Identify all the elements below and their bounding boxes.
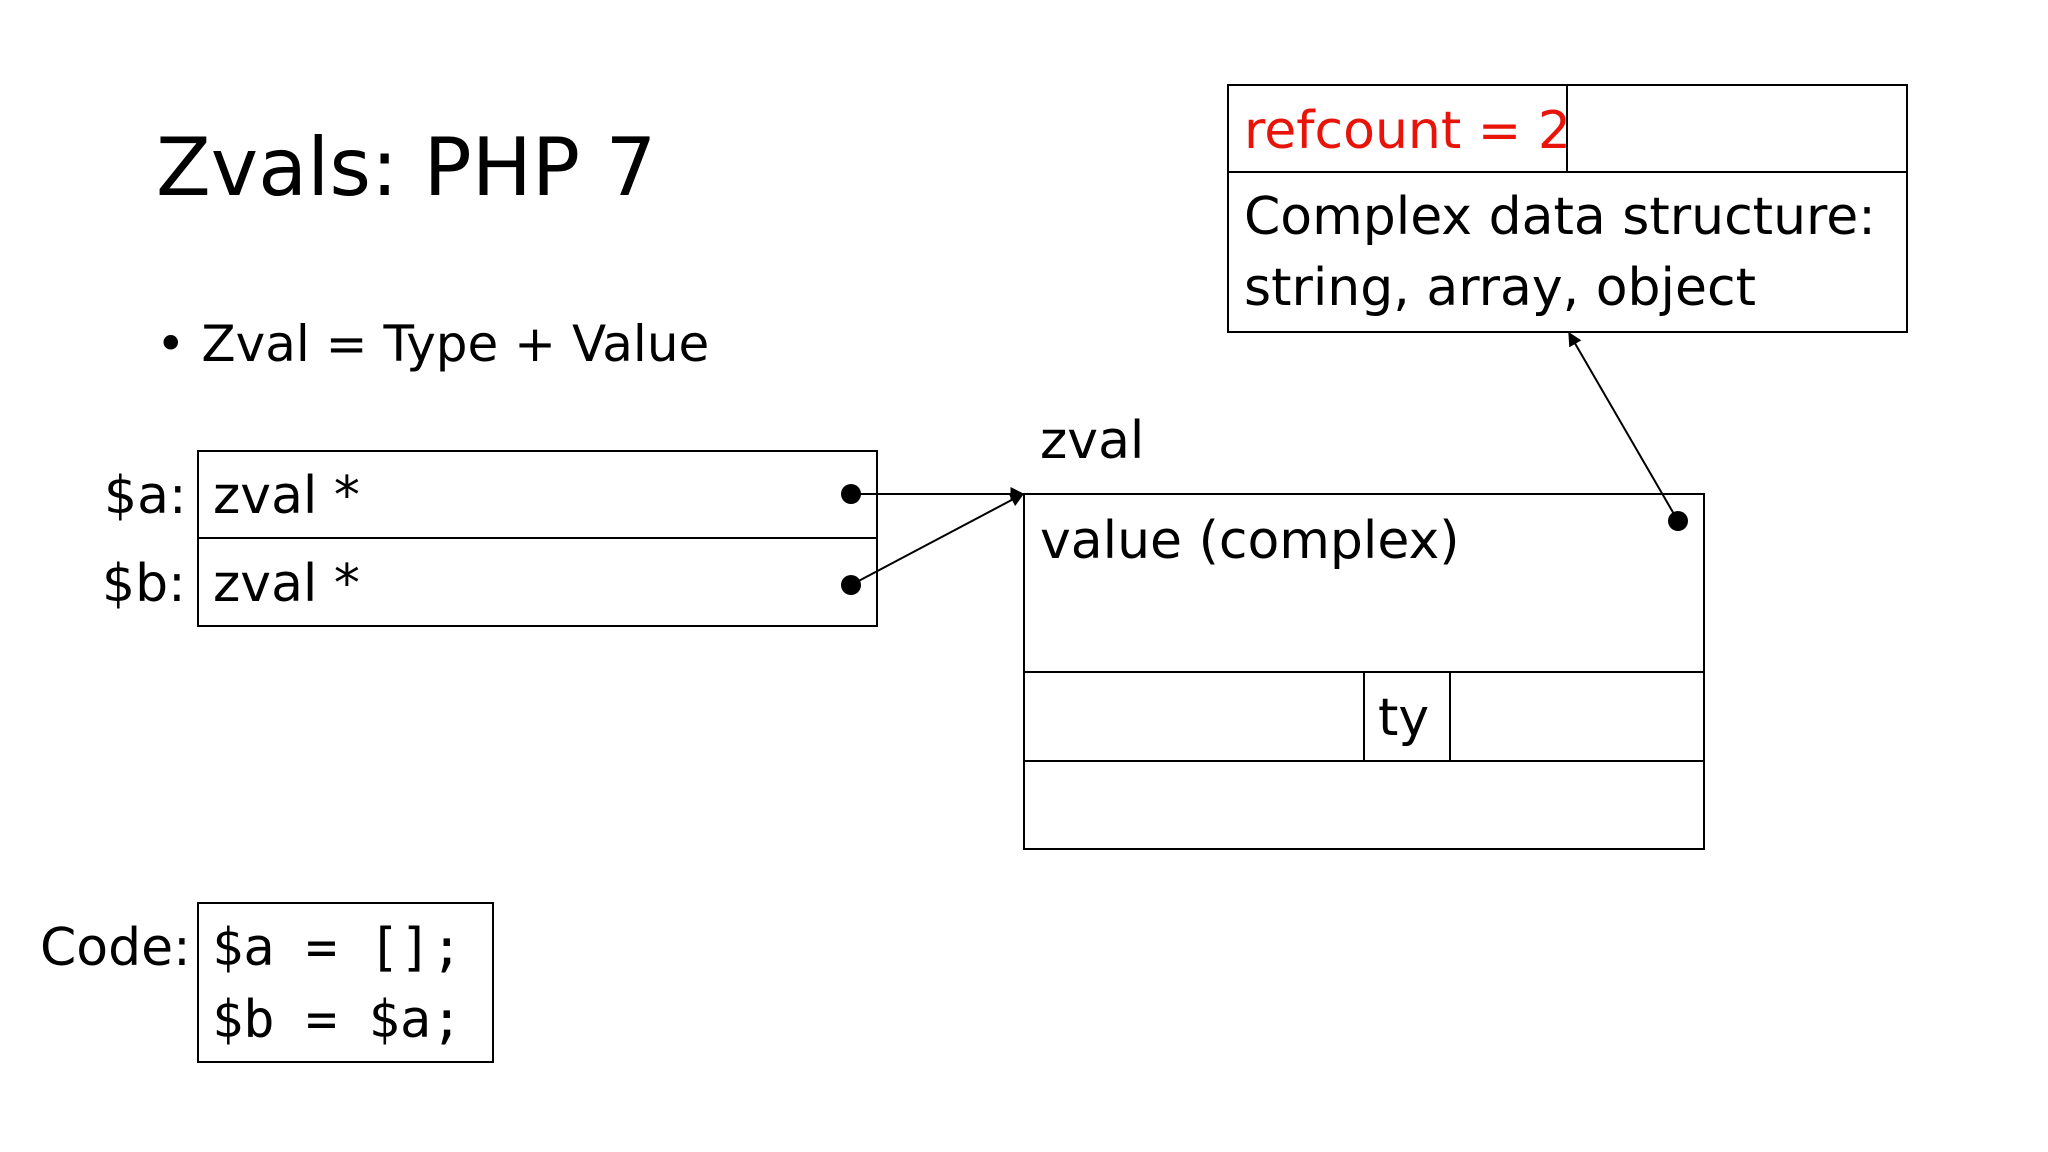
- zval-type-field: ty: [1378, 688, 1430, 748]
- code-line-2: $b = $a;: [212, 990, 463, 1050]
- code-box: [197, 902, 494, 1063]
- var-a-label: $a:: [104, 466, 187, 526]
- heap-desc-line1: Complex data structure:: [1244, 187, 1876, 247]
- arrow-zval-to-heap: [1568, 331, 1679, 522]
- var-a-cell: zval *: [213, 466, 360, 526]
- var-b-label: $b:: [102, 554, 186, 614]
- var-b-cell: zval *: [213, 554, 360, 614]
- slide-title: Zvals: PHP 7: [156, 121, 657, 214]
- arrow-b-to-zval: [850, 493, 1025, 586]
- bullet-point: • Zval = Type + Value: [156, 315, 710, 373]
- code-line-1: $a = [];: [212, 918, 463, 978]
- zval-value-field: value (complex): [1040, 511, 1460, 571]
- code-label: Code:: [40, 918, 191, 978]
- refcount-field: refcount = 2: [1244, 101, 1571, 161]
- zval-label: zval: [1040, 411, 1145, 471]
- bullet-text: Zval = Type + Value: [201, 315, 710, 373]
- heap-desc-line2: string, array, object: [1244, 258, 1756, 318]
